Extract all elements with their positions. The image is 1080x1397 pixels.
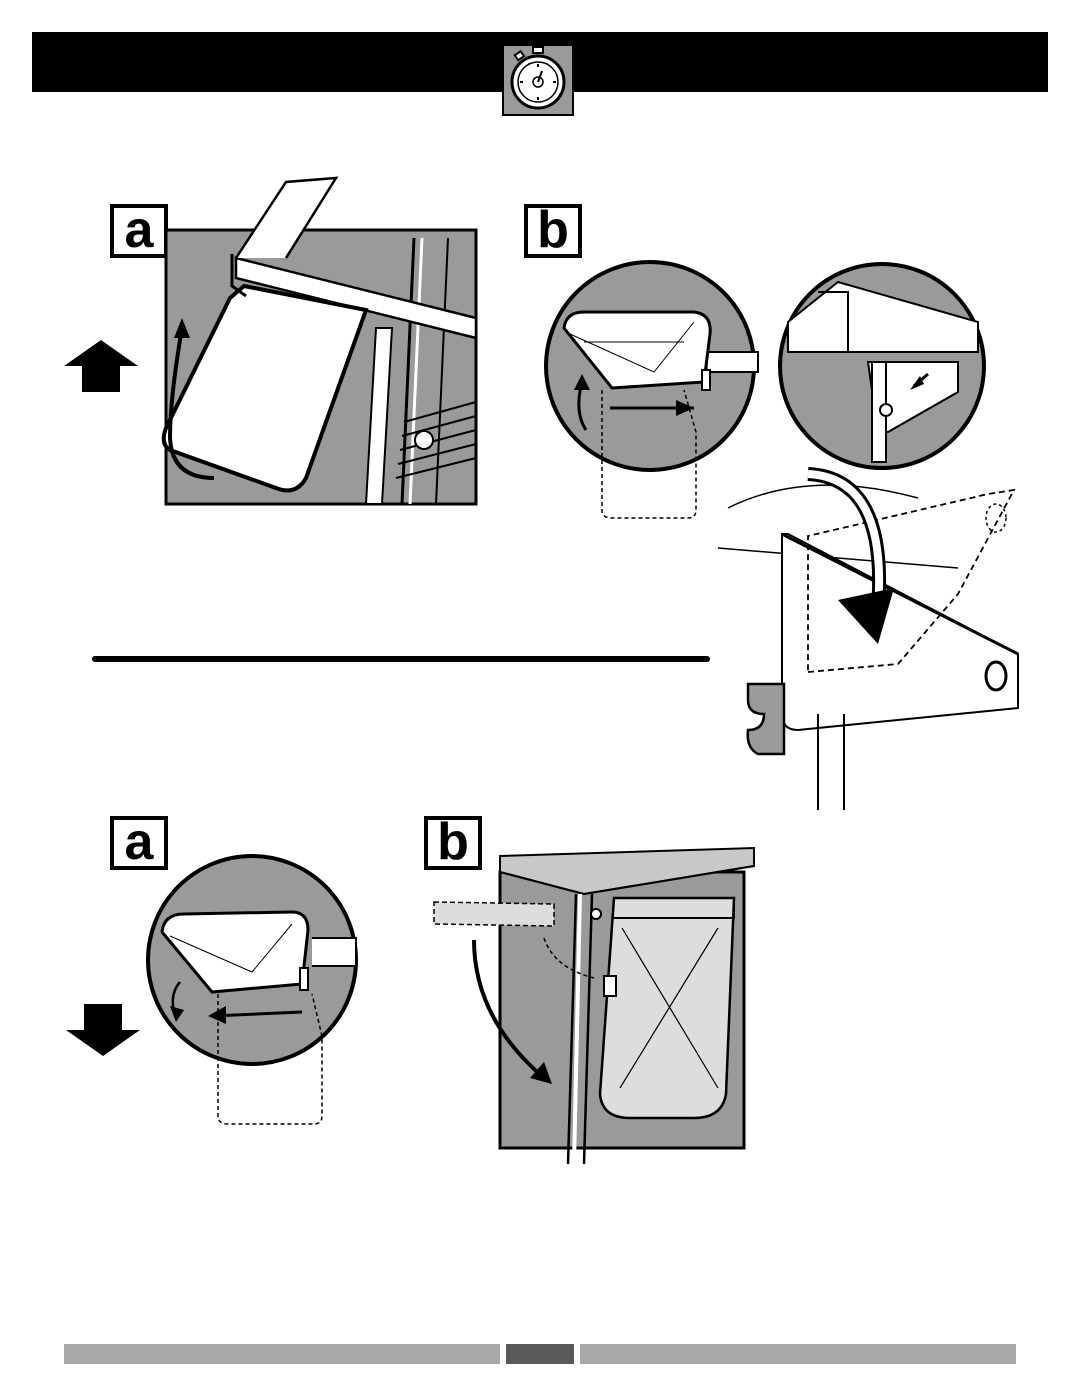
- down-arrow-icon: [66, 1004, 140, 1056]
- shelf-release-detail-circle: [146, 854, 358, 1125]
- step-label-a: a: [110, 204, 168, 258]
- footer-bar-left: [64, 1344, 500, 1364]
- step-label-a-2: a: [110, 816, 168, 870]
- section-divider: [92, 656, 710, 662]
- stopwatch-icon: [502, 44, 574, 116]
- shelf-raise-illustration: [161, 176, 478, 506]
- bracket-rotation-illustration: [717, 467, 1019, 810]
- shelf-latch-detail-circle: [544, 260, 759, 519]
- up-arrow-icon: [64, 340, 138, 392]
- footer-page-tab: [506, 1344, 574, 1364]
- footer-bar-right: [580, 1344, 1016, 1364]
- bracket-detail-circle: [778, 262, 986, 470]
- shelf-folded-illustration: [433, 846, 755, 1165]
- step-label-b-2: b: [424, 816, 482, 870]
- step-label-b: b: [524, 204, 582, 258]
